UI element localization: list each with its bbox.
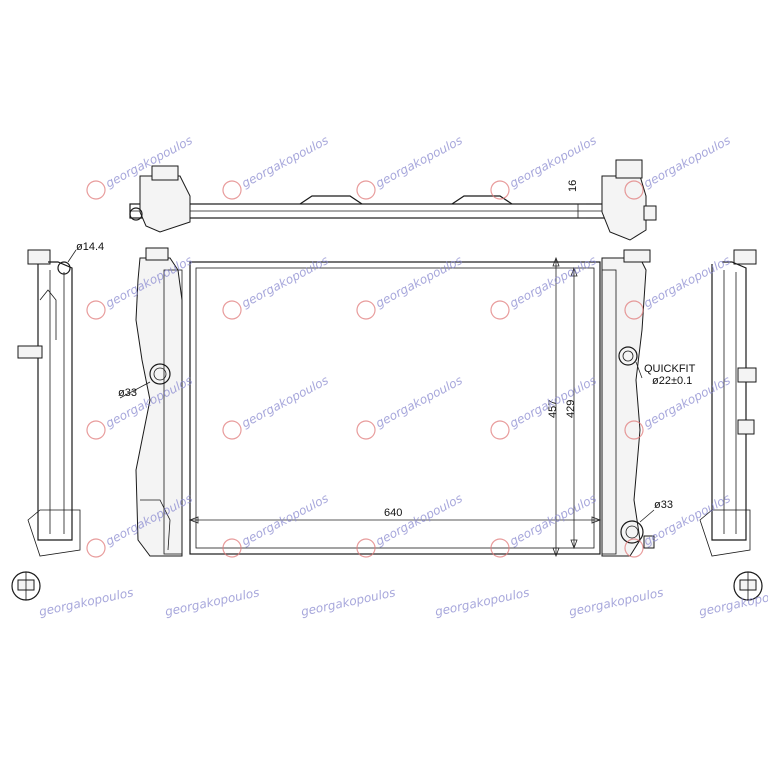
georgakopoulos-logo-icon	[86, 538, 106, 558]
georgakopoulos-logo-icon	[86, 180, 106, 200]
georgakopoulos-logo-icon	[222, 538, 242, 558]
width-dimension-label: 640	[384, 507, 402, 519]
bleed-diameter-label: ø14.4	[76, 241, 104, 253]
quickfit-size-label: ø22±0.1	[652, 375, 692, 387]
watermark-text: georgakopoulos	[239, 133, 330, 190]
watermark-text: georgakopoulos	[300, 585, 397, 619]
georgakopoulos-logo-icon	[86, 300, 106, 320]
watermark-text: georgakopoulos	[239, 373, 330, 430]
left-side-view: ø14.4	[11, 241, 104, 601]
watermark-text: georgakopoulos	[641, 253, 732, 310]
thickness-dimension-label: 16	[567, 180, 579, 192]
right-side-view	[699, 249, 763, 601]
watermark-text: georgakopoulos	[164, 585, 261, 619]
georgakopoulos-logo-icon	[624, 538, 644, 558]
georgakopoulos-logo-icon	[490, 538, 510, 558]
core-height-dimension-label: 429	[565, 400, 577, 418]
watermark-text: georgakopoulos	[373, 373, 464, 430]
georgakopoulos-logo-icon	[490, 300, 510, 320]
watermark-text: georgakopoulos	[568, 585, 665, 619]
georgakopoulos-logo-icon	[222, 420, 242, 440]
georgakopoulos-logo-icon	[356, 538, 376, 558]
top-view: 16	[129, 159, 657, 241]
georgakopoulos-logo-icon	[490, 420, 510, 440]
georgakopoulos-logo-icon	[222, 300, 242, 320]
georgakopoulos-logo-icon	[624, 180, 644, 200]
georgakopoulos-logo-icon	[356, 180, 376, 200]
watermark-text: georgakopoulos	[698, 585, 768, 619]
height-dimension-label: 457	[547, 400, 559, 418]
watermark-text: georgakopoulos	[38, 585, 135, 619]
outlet-diameter-label: ø33	[654, 499, 673, 511]
georgakopoulos-logo-icon	[356, 300, 376, 320]
watermark-text: georgakopoulos	[641, 133, 732, 190]
georgakopoulos-logo-icon	[490, 180, 510, 200]
quickfit-label: QUICKFIT	[644, 363, 696, 375]
watermark-text: georgakopoulos	[507, 133, 598, 190]
watermark-text: georgakopoulos	[434, 585, 531, 619]
georgakopoulos-logo-icon	[624, 300, 644, 320]
watermark-text: georgakopoulos	[373, 133, 464, 190]
inlet-diameter-label: ø33	[118, 387, 137, 399]
georgakopoulos-logo-icon	[86, 420, 106, 440]
front-view: 640 457 429 ø33 QUICKFIT ø22±0.1 ø33	[118, 247, 696, 558]
georgakopoulos-logo-icon	[222, 180, 242, 200]
watermark-text: georgakopoulos	[507, 373, 598, 430]
georgakopoulos-logo-icon	[356, 420, 376, 440]
georgakopoulos-logo-icon	[624, 420, 644, 440]
